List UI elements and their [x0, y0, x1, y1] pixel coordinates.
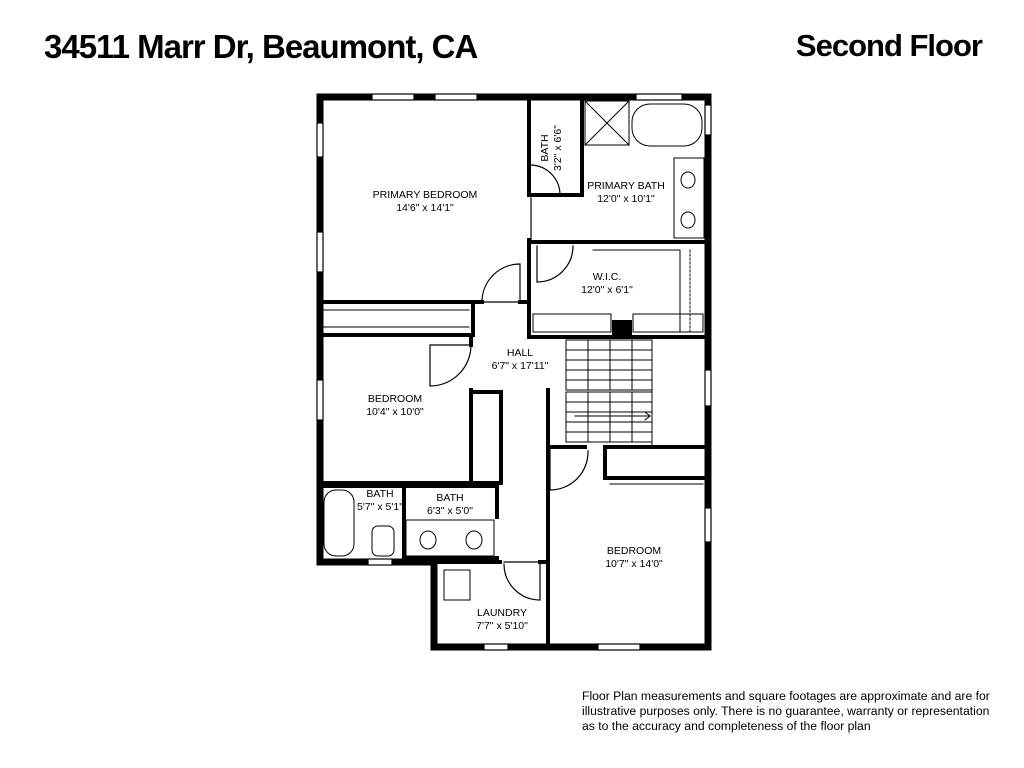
- room-name-wic: W.I.C.: [593, 271, 622, 283]
- room-dims-bedroom-left: 10'4" x 10'0": [366, 406, 424, 418]
- room-dims-bath-b: 6'3" x 5'0": [427, 505, 473, 517]
- room-dims-hall: 6'7" x 17'11": [492, 360, 549, 372]
- room-name-laundry: LAUNDRY: [477, 607, 527, 619]
- room-name-hall: HALL: [507, 347, 533, 359]
- room-name-bath-small: BATH: [539, 134, 551, 161]
- interior-walls: [318, 95, 710, 649]
- floor-title: Second Floor: [795, 28, 983, 63]
- room-dims-bedroom-right: 10'7" x 14'0": [605, 558, 663, 570]
- room-name-bath-b: BATH: [436, 492, 463, 504]
- room-dims-primary-bath: 12'0" x 10'1": [597, 193, 655, 205]
- staircase: [565, 339, 653, 448]
- room-name-bedroom-left: BEDROOM: [368, 393, 422, 405]
- property-address: 34511 Marr Dr, Beaumont, CA: [44, 28, 478, 65]
- room-dims-bath-small: 3'2" x 6'6": [552, 125, 564, 171]
- room-name-bath-a: BATH: [366, 488, 393, 500]
- room-dims-primary-bedroom: 14'6" x 14'1": [396, 202, 454, 214]
- room-name-primary-bedroom: PRIMARY BEDROOM: [373, 189, 478, 201]
- room-name-bedroom-right: BEDROOM: [607, 545, 661, 557]
- fixtures: [322, 100, 705, 601]
- wic-column: [612, 320, 632, 337]
- doors: [429, 164, 589, 601]
- room-dims-wic: 12'0" x 6'1": [581, 284, 633, 296]
- room-dims-bath-a: 5'7" x 5'1": [357, 501, 403, 513]
- room-dims-laundry: 7'7" x 5'10": [476, 620, 528, 632]
- windows: [316, 93, 712, 651]
- room-name-primary-bath: PRIMARY BATH: [587, 180, 665, 192]
- disclaimer-text: Floor Plan measurements and square foota…: [582, 689, 990, 733]
